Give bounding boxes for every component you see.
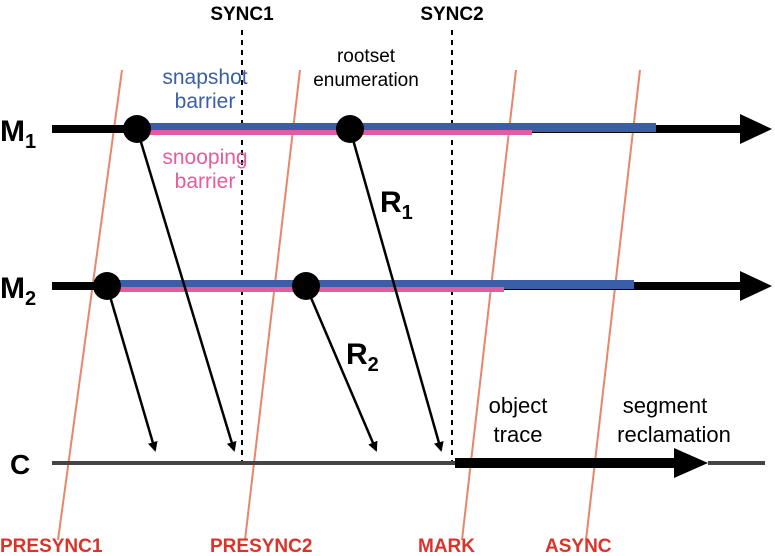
rootset-label-line1: rootset <box>337 46 396 67</box>
r1-arrow <box>348 128 444 452</box>
async-phase-line <box>585 69 641 541</box>
m2-snapshot-to-c-arrow <box>105 285 158 452</box>
m2-label: M2 <box>0 272 36 310</box>
presync1-label: PRESYNC1 <box>0 536 103 556</box>
object-trace-label-line2: trace <box>494 422 543 447</box>
rootset-label-line2: enumeration <box>313 70 419 91</box>
sync1-label: SYNC1 <box>210 4 274 25</box>
m1-label: M1 <box>0 115 36 153</box>
m2-snapshot-barrier-band <box>106 280 634 289</box>
m2-snapshot-event-dot <box>93 272 121 300</box>
m1-snooping-barrier-band <box>136 130 532 135</box>
mark-phase-line <box>461 69 517 541</box>
sync2-label: SYNC2 <box>420 4 483 25</box>
m1-snapshot-barrier-band <box>136 123 656 132</box>
segment-reclamation-label-line1: segment <box>623 393 707 418</box>
r1-label: R1 <box>380 186 413 224</box>
m2-arrowhead <box>740 271 772 301</box>
object-trace-arrowhead <box>674 448 708 478</box>
r2-label: R2 <box>346 338 379 376</box>
snooping-label-line2: barrier <box>175 170 236 193</box>
mark-label: MARK <box>418 536 475 556</box>
presync2-label: PRESYNC2 <box>210 536 312 556</box>
m1-snapshot-event-dot <box>123 115 151 143</box>
m2-rootset-event-dot <box>292 272 320 300</box>
segment-reclamation-label-line2: reclamation <box>617 422 731 447</box>
m1-snapshot-to-c-arrow <box>135 128 237 452</box>
async-label: ASYNC <box>545 536 612 556</box>
r2-arrow <box>304 285 378 452</box>
presync2-phase-line <box>244 69 301 541</box>
snooping-label-line1: snooping <box>162 146 247 169</box>
c-label: C <box>10 449 30 480</box>
object-trace-label-line1: object <box>489 393 548 418</box>
m1-rootset-event-dot <box>336 115 364 143</box>
snapshot-label-line2: barrier <box>175 90 236 113</box>
m1-arrowhead <box>740 114 772 144</box>
snapshot-label-line1: snapshot <box>162 66 247 89</box>
